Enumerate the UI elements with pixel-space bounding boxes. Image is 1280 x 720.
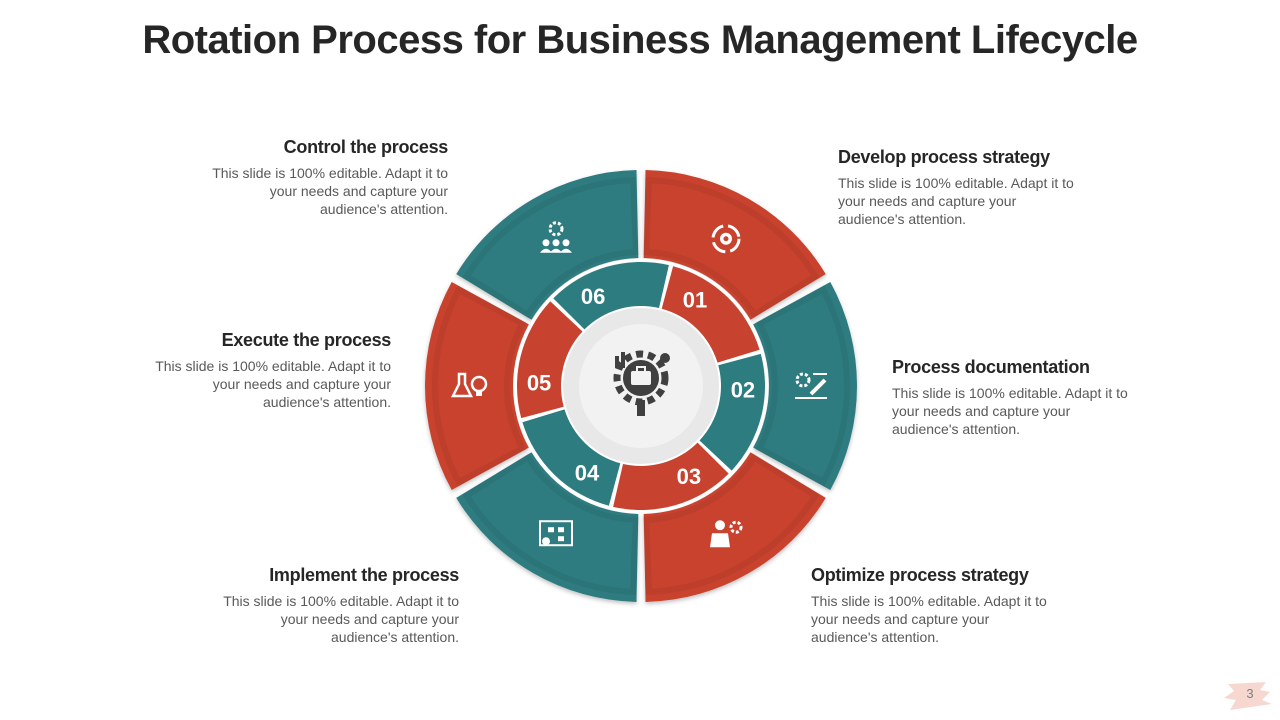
blueprint-icon — [539, 520, 573, 547]
step-04-title: Implement the process — [269, 565, 459, 585]
gap-ring — [513, 258, 769, 514]
step-06-text: Control the process This slide is 100% e… — [208, 137, 448, 218]
outer-segment-05 — [425, 281, 529, 491]
page-number: 3 — [1246, 686, 1254, 701]
step-number-06: 06 — [581, 284, 605, 309]
step-06-title: Control the process — [283, 137, 449, 157]
outer-segment-01 — [643, 170, 826, 320]
step-04-text: Implement the process This slide is 100%… — [219, 565, 459, 646]
inner-segment-03 — [613, 442, 729, 510]
outer-segment-bevel-05 — [432, 285, 527, 487]
outer-segment-bevel-02 — [755, 285, 850, 487]
team-gear-icon — [540, 221, 572, 253]
presenter-gear-icon — [710, 520, 743, 548]
step-number-01: 01 — [683, 287, 707, 312]
flask-bulb-icon — [450, 372, 488, 398]
step-02-title: Process documentation — [892, 357, 1090, 377]
step-01-text: Develop process strategy This slide is 1… — [838, 147, 1078, 228]
cycle-gear-icon — [711, 224, 741, 254]
inner-segment-04 — [522, 409, 621, 506]
step-01-body: This slide is 100% editable. Adapt it to… — [838, 175, 1074, 227]
step-05-body: This slide is 100% editable. Adapt it to… — [155, 358, 391, 410]
inner-segment-06 — [553, 262, 669, 330]
inner-segment-05 — [517, 301, 583, 419]
outer-segment-bevel-04 — [462, 453, 639, 595]
step-number-03: 03 — [677, 464, 701, 489]
step-number-05: 05 — [527, 370, 551, 395]
step-04-body: This slide is 100% editable. Adapt it to… — [223, 593, 459, 645]
page-number-badge — [1224, 682, 1272, 710]
step-number-04: 04 — [575, 461, 600, 486]
outer-segment-bevel-06 — [462, 177, 639, 319]
inner-segment-02 — [699, 353, 765, 471]
outer-segment-03 — [643, 452, 826, 602]
step-03-title: Optimize process strategy — [811, 565, 1029, 585]
step-03-body: This slide is 100% editable. Adapt it to… — [811, 593, 1047, 645]
step-number-02: 02 — [731, 378, 755, 403]
business-gear-icon — [613, 350, 670, 416]
gears-flow-icon — [795, 372, 827, 399]
step-02-text: Process documentation This slide is 100%… — [892, 357, 1132, 438]
page-title: Rotation Process for Business Management… — [142, 18, 1138, 62]
outer-segment-04 — [456, 452, 639, 602]
step-05-title: Execute the process — [221, 330, 392, 350]
inner-segment-01 — [661, 266, 760, 363]
step-02-body: This slide is 100% editable. Adapt it to… — [892, 385, 1128, 437]
step-01-title: Develop process strategy — [838, 147, 1050, 167]
outer-segment-bevel-03 — [643, 453, 820, 595]
step-05-text: Execute the process This slide is 100% e… — [151, 330, 391, 411]
step-03-text: Optimize process strategy This slide is … — [811, 565, 1051, 646]
step-06-body: This slide is 100% editable. Adapt it to… — [212, 165, 448, 217]
outer-segment-bevel-01 — [643, 177, 820, 319]
